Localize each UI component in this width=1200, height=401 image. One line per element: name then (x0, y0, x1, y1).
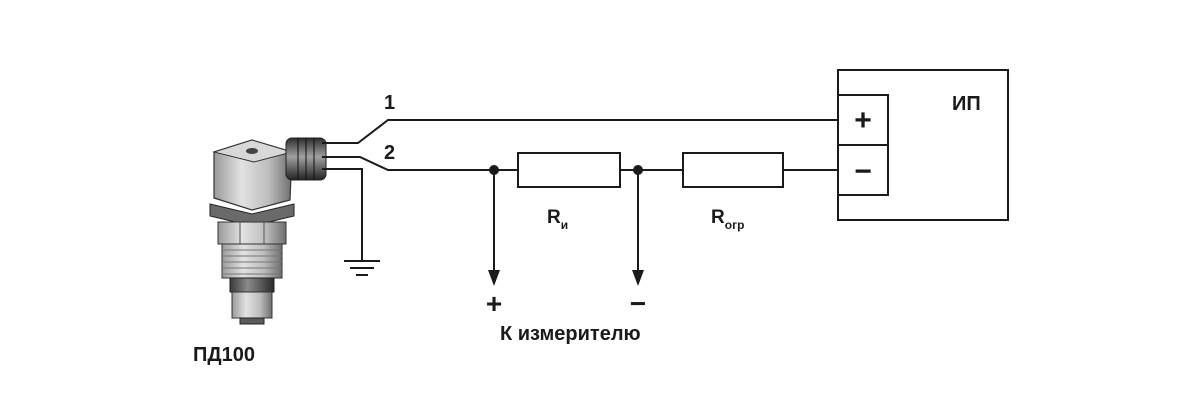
power-supply-label: ИП (952, 93, 981, 115)
resistor-r-lim (682, 152, 784, 188)
meter-minus-sign: − (630, 288, 646, 319)
power-supply-plus-terminal (837, 94, 889, 146)
wire-2-label: 2 (384, 142, 395, 164)
power-supply-plus-sign: + (854, 104, 872, 137)
power-supply-minus-terminal (837, 144, 889, 196)
pressure-sensor-image (209, 137, 327, 325)
meter-minus-arrow (632, 270, 644, 286)
wire-1 (322, 119, 838, 144)
wire-2 (322, 156, 518, 171)
meter-plus-arrow (488, 270, 500, 286)
resistor-r-meas (517, 152, 621, 188)
r-meas-label: Rи (547, 207, 568, 232)
wire-1-label: 1 (384, 92, 395, 114)
power-supply-minus-sign: − (854, 155, 872, 188)
ground-wire (322, 168, 363, 261)
r-lim-label: Rогр (711, 207, 744, 232)
sensor-label: ПД100 (193, 344, 255, 366)
meter-label: К измерителю (500, 323, 641, 345)
ground-symbol (344, 260, 380, 276)
meter-plus-sign: + (486, 288, 502, 319)
